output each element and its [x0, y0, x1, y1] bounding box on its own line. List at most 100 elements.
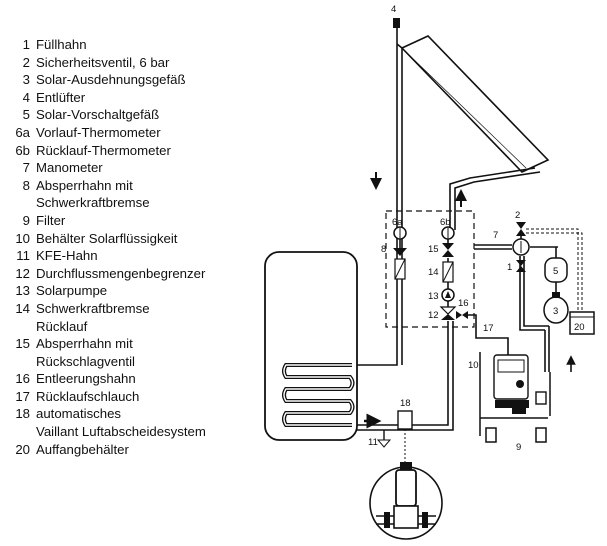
legend-text: Vorlauf-Thermometer [36, 124, 161, 140]
legend-text: Absperrhahn mit [36, 177, 133, 193]
solar-station-box [385, 210, 475, 328]
legend-number: 2 [22, 54, 30, 70]
manometer-icon [512, 238, 530, 256]
vent-icon [393, 18, 400, 44]
legend-text: Rücklaufschlauch [36, 388, 140, 404]
legend-number: 12 [15, 265, 30, 281]
legend-number: 3 [22, 72, 30, 88]
label-6a: 6a [392, 217, 403, 228]
collection-container-icon [569, 311, 595, 335]
air-separator-detail [369, 462, 443, 540]
legend-item: 9 Filter [0, 212, 262, 230]
legend-item: Rücklauf [0, 318, 262, 336]
storage-tank [264, 251, 358, 441]
legend-number: 14 [15, 300, 30, 316]
label-15: 15 [428, 244, 439, 255]
air-separator-icon [397, 410, 413, 430]
return-pipe [449, 167, 541, 230]
legend-number: 13 [15, 283, 30, 299]
label-20: 20 [574, 322, 585, 333]
flow-thermometer-icon [393, 226, 407, 240]
legend-item: 13 Solarpumpe [0, 282, 262, 300]
legend-number: 6a [15, 124, 30, 140]
legend-number: 18 [15, 406, 30, 422]
label-14: 14 [428, 267, 439, 278]
label-8: 8 [381, 244, 386, 255]
solar-pump-icon [441, 288, 455, 302]
legend-item: Schwerkraftbremse [0, 194, 262, 212]
return-thermometer-icon [441, 226, 455, 240]
label-12: 12 [428, 310, 439, 321]
label-16: 16 [458, 298, 469, 309]
legend-item: 3 Solar-Ausdehnungsgefäß [0, 71, 262, 89]
shutoff-valve-8-icon [393, 248, 407, 280]
expansion-vessel-icon [543, 292, 569, 324]
legend-number: 5 [22, 107, 30, 123]
shutoff-valve-15-icon [442, 243, 454, 257]
legend-number: 20 [15, 441, 30, 457]
legend-item: 1 Füllhahn [0, 36, 262, 54]
legend-item: 6a Vorlauf-Thermometer [0, 124, 262, 142]
legend-text: automatisches [36, 406, 122, 422]
legend-number: 1 [22, 37, 30, 52]
drain-valve-16-icon [456, 311, 468, 319]
legend-number: 16 [15, 371, 30, 387]
legend-text: Entlüfter [36, 89, 86, 105]
gravity-brake-14-icon [442, 261, 454, 283]
label-17: 17 [483, 323, 494, 334]
legend-text: Auffangbehälter [36, 441, 129, 457]
legend-item: 17 Rücklaufschlauch [0, 388, 262, 406]
legend-item: 2 Sicherheitsventil, 6 bar [0, 54, 262, 72]
legend-number: 10 [15, 230, 30, 246]
fill-valve-icon [516, 260, 526, 272]
label-9: 9 [516, 442, 521, 453]
legend-number: 9 [22, 212, 30, 228]
legend-number: 4 [22, 89, 30, 105]
flow-pipe [356, 43, 403, 366]
legend-item: 12 Durchflussmengenbegrenzer [0, 265, 262, 283]
legend-text: Füllhahn [36, 37, 87, 52]
filling-cart [479, 352, 551, 443]
legend-number: 6b [15, 142, 30, 158]
legend-text: Schwerkraftbremse [36, 195, 150, 211]
legend-item: 20 Auffangbehälter [0, 441, 262, 459]
legend-text: Rücklauf [36, 318, 88, 334]
legend-text: Solarpumpe [36, 283, 108, 299]
legend-item: Vaillant Luftabscheidesystem [0, 423, 262, 441]
legend-text: Behälter Solarflüssigkeit [36, 230, 178, 246]
legend-text: Durchflussmengenbegrenzer [36, 265, 206, 281]
label-3: 3 [553, 306, 558, 317]
legend-text: Filter [36, 212, 66, 228]
label-6b: 6b [440, 217, 451, 228]
legend-text: Solar-Ausdehnungsgefäß [36, 72, 186, 88]
label-7: 7 [493, 230, 498, 241]
kfe-valve-icon [376, 430, 392, 448]
label-11: 11 [368, 437, 378, 448]
label-10: 10 [468, 360, 479, 371]
legend-item: 10 Behälter Solarflüssigkeit [0, 230, 262, 248]
legend-item: 18 automatisches [0, 405, 262, 423]
label-18: 18 [400, 398, 411, 409]
label-13: 13 [428, 291, 439, 302]
legend-number: 7 [22, 160, 30, 176]
label-4: 4 [391, 4, 396, 15]
diagram-labels: 4 6a 6b 8 15 14 13 12 16 17 2 7 1 5 3 20… [368, 4, 585, 453]
legend-item: 4 Entlüfter [0, 89, 262, 107]
legend-text: Vaillant Luftabscheidesystem [36, 424, 206, 440]
legend-number: 17 [15, 388, 30, 404]
pre-tank-icon [544, 247, 568, 292]
label-5: 5 [553, 266, 558, 277]
legend-text: Sicherheitsventil, 6 bar [36, 54, 170, 70]
flow-limiter-icon [439, 306, 457, 320]
safety-valve-icon [516, 222, 526, 239]
label-2: 2 [515, 210, 520, 221]
